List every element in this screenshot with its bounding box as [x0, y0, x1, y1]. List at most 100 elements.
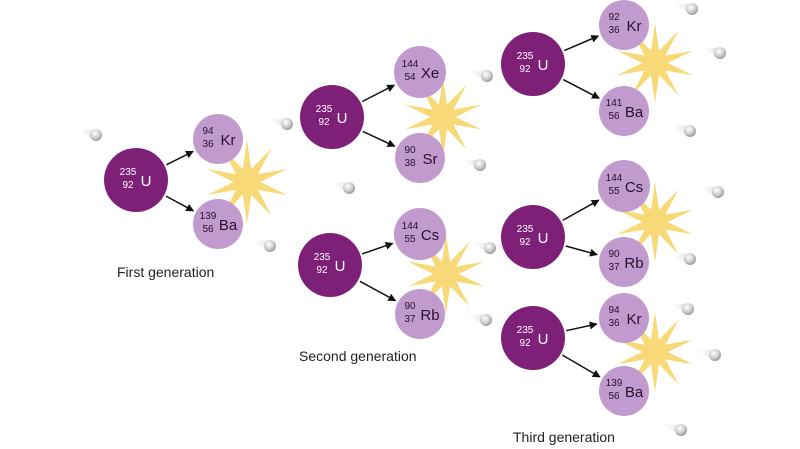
- atomic-number: 38: [404, 158, 416, 169]
- fission-fragment-circle: [394, 208, 446, 260]
- element-symbol: U: [538, 230, 549, 247]
- neutron-6: [458, 159, 486, 171]
- element-symbol: U: [335, 258, 346, 275]
- neutron-ball: [480, 314, 492, 326]
- neutron-ball: [714, 47, 726, 59]
- element-symbol: Cs: [625, 179, 643, 196]
- mass-number: 139: [200, 211, 217, 222]
- arrow-layer: [165, 35, 601, 378]
- reaction-arrow-8: [562, 78, 600, 99]
- neutron-ball: [281, 118, 293, 130]
- neutron-ball: [684, 253, 696, 265]
- atomic-number: 92: [519, 64, 531, 75]
- fission-fragment-circle: [394, 46, 446, 98]
- fission-fragment-circle: [599, 293, 649, 343]
- mass-number: 235: [517, 224, 534, 235]
- neutron-ball: [481, 70, 493, 82]
- fission-fragment-circle: [599, 86, 649, 136]
- neutron-2: [265, 118, 293, 130]
- neutron-9: [670, 3, 698, 15]
- neutron-ball: [343, 182, 355, 194]
- neutron-12: [696, 186, 724, 198]
- neutron-11: [668, 125, 696, 137]
- atomic-number: 36: [608, 318, 620, 329]
- nucleus-kr-g3c: 94 36 Kr: [599, 293, 649, 343]
- neutron-ball: [90, 129, 102, 141]
- third-generation-caption: Third generation: [513, 429, 615, 445]
- fission-fragment-circle: [599, 366, 649, 416]
- element-symbol: Cs: [421, 227, 439, 244]
- mass-number: 94: [608, 305, 620, 316]
- uranium-nucleus-circle: [501, 205, 565, 269]
- reaction-arrow-6: [359, 280, 397, 302]
- neutron-layer: [74, 3, 726, 436]
- uranium-nucleus-circle: [501, 32, 565, 96]
- fission-fragment-circle: [599, 0, 649, 50]
- element-symbol: Xe: [421, 65, 439, 82]
- atomic-number: 92: [519, 338, 531, 349]
- fission-fragment-circle: [599, 237, 649, 287]
- element-symbol: Kr: [627, 311, 642, 328]
- element-symbol: U: [538, 331, 549, 348]
- reaction-arrow-5: [361, 241, 394, 255]
- mass-number: 144: [606, 173, 623, 184]
- neutron-10: [698, 47, 726, 59]
- element-symbol: Ba: [625, 384, 644, 401]
- neutron-ball: [264, 240, 276, 252]
- mass-number: 141: [606, 98, 623, 109]
- fission-fragment-circle: [193, 199, 243, 249]
- neutron-7: [468, 242, 496, 254]
- reaction-arrow-7: [564, 35, 600, 52]
- atomic-number: 92: [122, 180, 134, 191]
- atomic-number: 37: [404, 314, 416, 325]
- atomic-number: 36: [202, 139, 214, 150]
- neutron-16: [659, 424, 687, 436]
- element-symbol: Sr: [423, 151, 438, 168]
- neutron-14: [666, 303, 694, 315]
- atomic-number: 92: [318, 117, 330, 128]
- mass-number: 90: [404, 301, 416, 312]
- neutron-ball: [484, 242, 496, 254]
- nucleus-rb-g2b: 90 37 Rb: [395, 289, 445, 339]
- element-symbol: U: [337, 110, 348, 127]
- fission-fragment-circle: [193, 114, 243, 164]
- neutron-3: [327, 182, 355, 194]
- neutron-5: [465, 70, 493, 82]
- fission-fragment-circle: [598, 160, 650, 212]
- mass-number: 90: [404, 145, 416, 156]
- fission-flash-5: [617, 182, 693, 262]
- reaction-arrow-1: [166, 150, 194, 166]
- reaction-arrow-12: [562, 354, 601, 378]
- nucleus-u-g3b: 235 92 U: [501, 205, 565, 269]
- neutron-ball: [682, 303, 694, 315]
- mass-number: 92: [608, 12, 620, 23]
- neutron-1: [74, 129, 102, 141]
- reaction-arrow-11: [566, 321, 598, 332]
- nucleus-sr-g2a: 90 38 Sr: [395, 133, 445, 183]
- neutron-4: [248, 240, 276, 252]
- fission-flash-2: [405, 77, 481, 157]
- atomic-number: 54: [404, 72, 416, 83]
- first-generation-caption: First generation: [117, 264, 215, 280]
- fission-flash-6: [617, 312, 693, 392]
- uranium-nucleus-circle: [104, 148, 168, 212]
- uranium-nucleus-circle: [501, 306, 565, 370]
- neutron-ball: [675, 424, 687, 436]
- mass-number: 235: [517, 51, 534, 62]
- reaction-arrow-2: [165, 195, 195, 212]
- mass-number: 139: [606, 378, 623, 389]
- atomic-number: 92: [519, 237, 531, 248]
- atomic-number: 56: [608, 391, 620, 402]
- element-symbol: Ba: [625, 104, 644, 121]
- mass-number: 144: [402, 59, 419, 70]
- element-symbol: Rb: [420, 307, 439, 324]
